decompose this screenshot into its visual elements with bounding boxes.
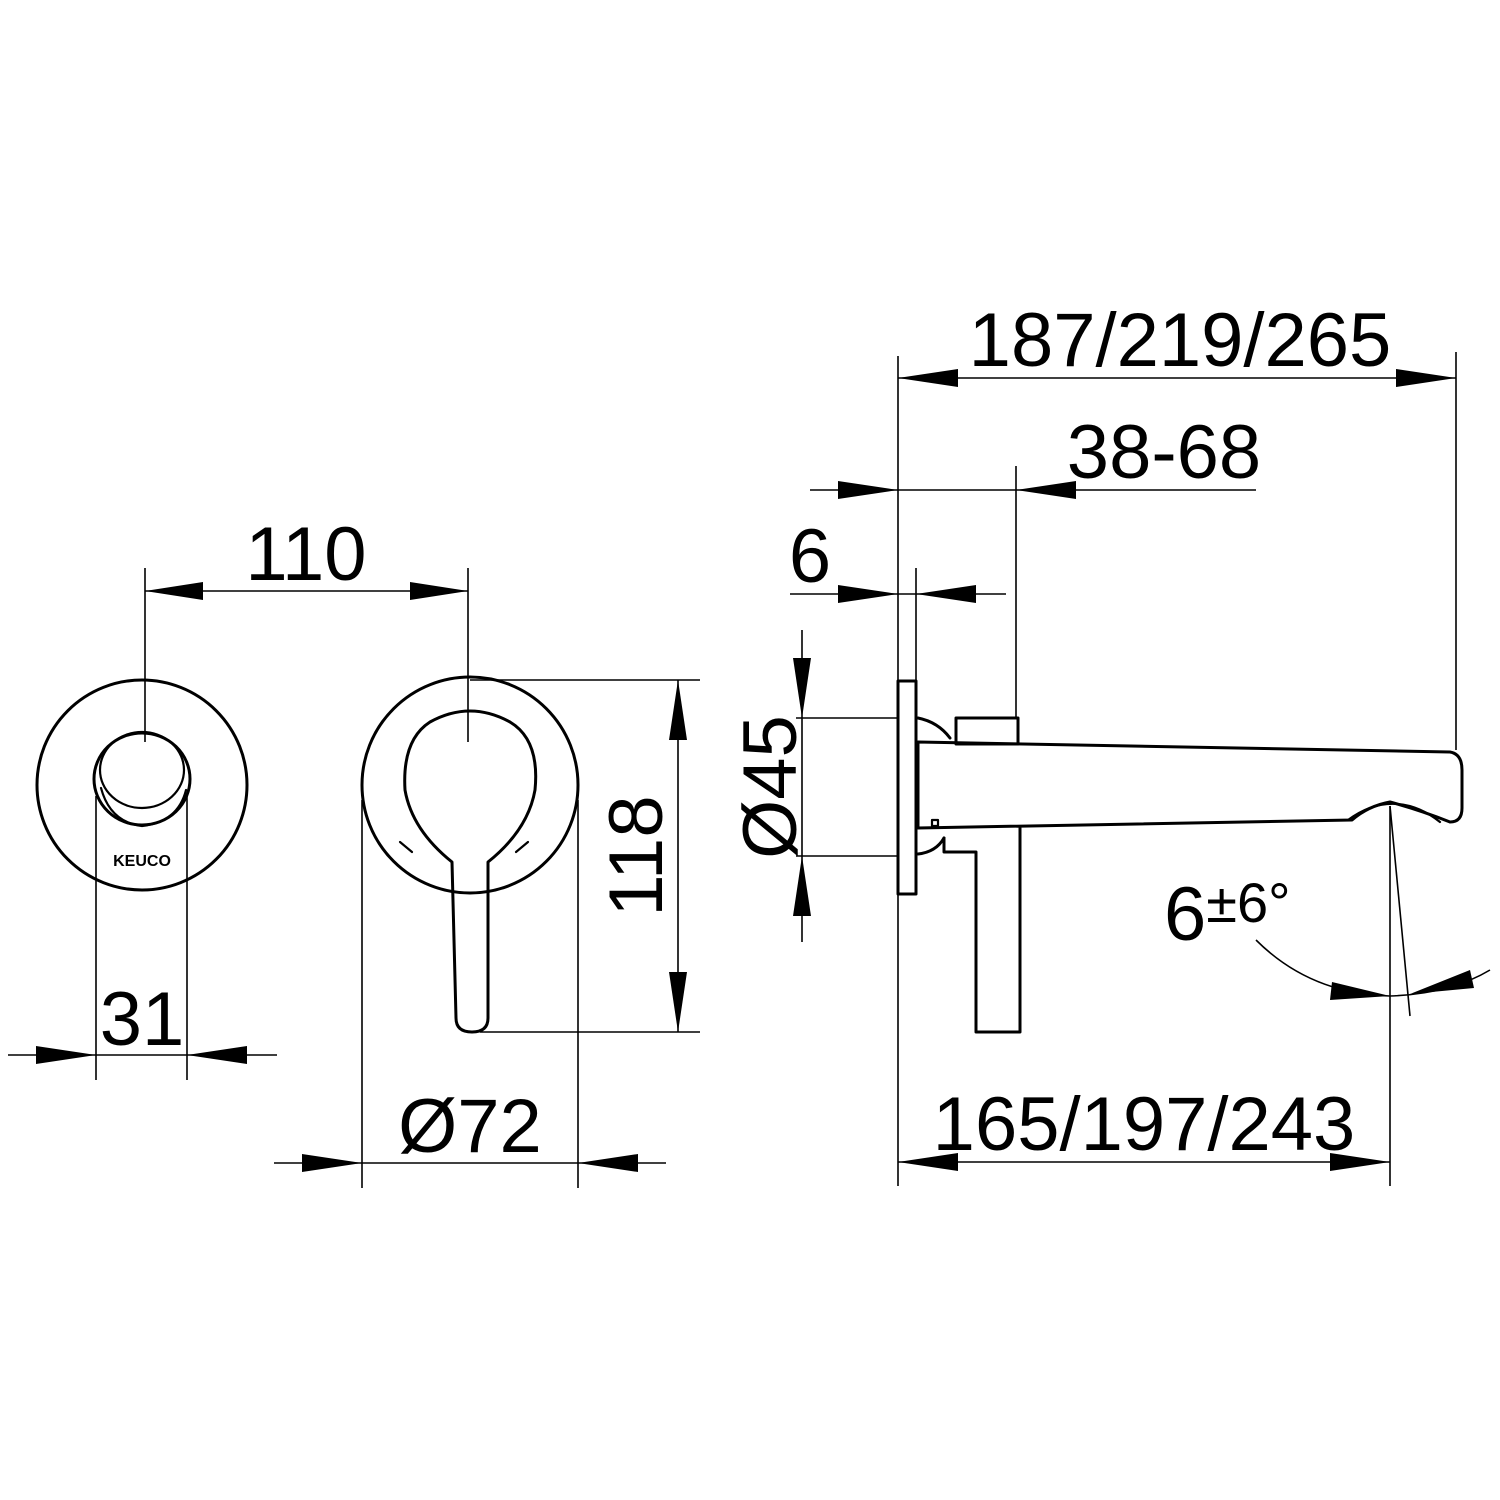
lever-handle bbox=[403, 709, 538, 1034]
dim-rosette-diameter: Ø72 bbox=[398, 1084, 542, 1169]
screw-mark bbox=[930, 818, 940, 828]
body-connector-top bbox=[916, 716, 952, 740]
body-connector-bottom bbox=[916, 836, 946, 856]
side-view bbox=[796, 352, 1464, 1186]
knob-button-face bbox=[98, 730, 186, 810]
dim-angle-group: 6±6° bbox=[1164, 871, 1491, 1000]
knob-button-shadow bbox=[99, 786, 188, 828]
knob-view: KEUCO 31 bbox=[8, 568, 277, 1080]
dim-plate-thickness-group: 6 bbox=[789, 514, 1006, 603]
dim-spout-length-top: 187/219/265 bbox=[969, 298, 1392, 383]
dim-angle-tolerance: ±6° bbox=[1206, 871, 1290, 934]
lever-rosette bbox=[360, 675, 580, 895]
knob-rosette bbox=[35, 678, 249, 892]
dim-angle: 6±6° bbox=[1164, 871, 1291, 957]
dim-plate-thickness: 6 bbox=[789, 514, 831, 599]
dim-plate-diameter-group: Ø45 bbox=[728, 630, 813, 942]
dim-angle-base: 6 bbox=[1164, 872, 1206, 957]
dim-plate-diameter: Ø45 bbox=[728, 715, 813, 859]
knob-logo: KEUCO bbox=[113, 853, 171, 870]
dim-height: 118 bbox=[594, 795, 679, 916]
dim-wall-depth: 38-68 bbox=[1067, 410, 1261, 495]
dim-spacing: 110 bbox=[245, 512, 366, 597]
lever-side-handle bbox=[942, 826, 1022, 1034]
lever-highlight-left bbox=[398, 840, 414, 854]
wall-plate bbox=[896, 679, 918, 896]
lever-front-view bbox=[360, 568, 700, 1188]
dim-spout-length-bottom: 165/197/243 bbox=[933, 1082, 1356, 1167]
dim-wall-depth-group: 38-68 bbox=[810, 410, 1261, 499]
spout-aerator bbox=[1346, 802, 1442, 824]
dim-rosette-group: Ø72 bbox=[274, 1084, 666, 1172]
lever-highlight-right bbox=[514, 840, 530, 854]
spout bbox=[916, 740, 1464, 830]
dim-spout-bottom-group: 165/197/243 bbox=[898, 1082, 1390, 1171]
dim-height-group: 118 bbox=[594, 680, 687, 1032]
lever-block bbox=[954, 716, 1020, 746]
dim-spacing-group: 110 bbox=[145, 512, 468, 600]
dim-spout-top-group: 187/219/265 bbox=[898, 298, 1456, 387]
dim-knob-width: 31 bbox=[100, 977, 185, 1062]
